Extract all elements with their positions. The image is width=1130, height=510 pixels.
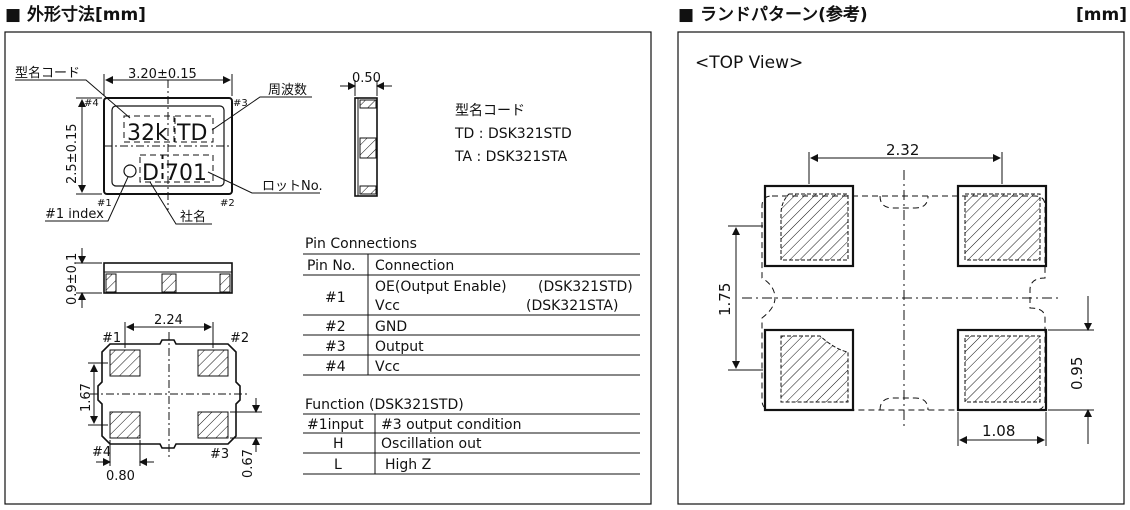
func-input: H [333, 436, 344, 452]
dim-top-height: 2.5±0.15 [65, 123, 80, 184]
dim-side-width: 0.50 [352, 71, 381, 86]
conn-col-header: Connection [375, 258, 454, 274]
pin-no: #1 [325, 290, 346, 306]
dim-bottom-pitch-x: 2.24 [154, 313, 183, 328]
land-dim-pad-h: 0.95 [1068, 357, 1086, 390]
pin-conn: Vcc [375, 359, 400, 375]
callout-index: #1 index [45, 207, 104, 222]
unit-label: [mm] [1076, 5, 1127, 25]
bottom-pin1-label: #1 [102, 331, 121, 346]
model-legend-line: TA : DSK321STA [454, 149, 568, 165]
pin-connections-title: Pin Connections [305, 236, 417, 252]
land-dim-pad-w: 1.08 [982, 422, 1015, 440]
chip-lot-mark: 701 [165, 161, 207, 186]
dim-bottom-pad-h: 0.67 [241, 449, 256, 478]
top-pin4-label: #4 [84, 98, 99, 109]
pin-conn: GND [375, 319, 407, 335]
pin-no: #3 [325, 339, 346, 355]
land-dim-pitch-y: 1.75 [716, 283, 734, 316]
output-col-header: #3 output condition [381, 417, 521, 433]
top-pin3-label: #3 [233, 98, 248, 109]
callout-model-code: 型名コード [15, 65, 80, 81]
bottom-pin3-label: #3 [210, 447, 229, 462]
dim-bottom-pad-w: 0.80 [106, 469, 135, 484]
model-legend-title: 型名コード [455, 103, 525, 119]
top-pin2-label: #2 [220, 198, 235, 209]
callout-lot-no: ロットNo. [262, 179, 323, 194]
view-label: <TOP View> [695, 53, 803, 73]
callout-company: 社名 [180, 209, 206, 225]
func-input: L [334, 457, 342, 473]
land-dim-pitch-x: 2.32 [886, 141, 919, 159]
input-col-header: #1input [307, 417, 364, 433]
dim-bottom-pitch-y: 1.67 [79, 383, 94, 412]
bottom-pin4-label: #4 [92, 445, 111, 460]
bottom-pin2-label: #2 [230, 331, 249, 346]
chip-company-mark: D [142, 161, 159, 186]
pin-connections-grid [303, 253, 640, 376]
pin-conn: OE(Output Enable) [375, 279, 507, 295]
dim-side-height: 0.9±0.1 [65, 253, 80, 305]
pin-col-header: Pin No. [307, 258, 356, 274]
func-output: High Z [385, 457, 431, 473]
chip-model-mark: TD [176, 121, 207, 146]
left-panel-frame [4, 31, 652, 505]
pin-conn: Output [375, 339, 424, 355]
package-side-view-2 [103, 262, 233, 294]
pin-no: #4 [325, 359, 346, 375]
model-legend-line: TD : DSK321STD [454, 126, 572, 142]
package-side-view [354, 97, 378, 197]
left-panel-header: ■ 外形寸法[mm] [5, 4, 146, 25]
dim-top-width: 3.20±0.15 [128, 67, 197, 82]
pin-conn: Vcc [375, 298, 400, 314]
package-bottom-view [90, 332, 250, 458]
right-panel-header: ■ ランドパターン(参考) [678, 4, 868, 25]
land-pattern [742, 170, 1062, 430]
pin-conn-variant: (DSK321STA) [526, 298, 618, 314]
pin-no: #2 [325, 319, 346, 335]
func-output: Oscillation out [381, 436, 482, 452]
package-top-view: 32k TD D 701 [103, 80, 233, 210]
right-panel-frame [677, 31, 1125, 505]
top-pin1-label: #1 [97, 198, 112, 209]
function-table-grid [303, 413, 640, 475]
chip-freq-mark: 32k [127, 121, 168, 146]
callout-frequency: 周波数 [268, 83, 307, 98]
pin-conn-variant: (DSK321STD) [538, 279, 633, 295]
index-dot [123, 164, 137, 178]
function-table-title: Function (DSK321STD) [305, 397, 464, 413]
